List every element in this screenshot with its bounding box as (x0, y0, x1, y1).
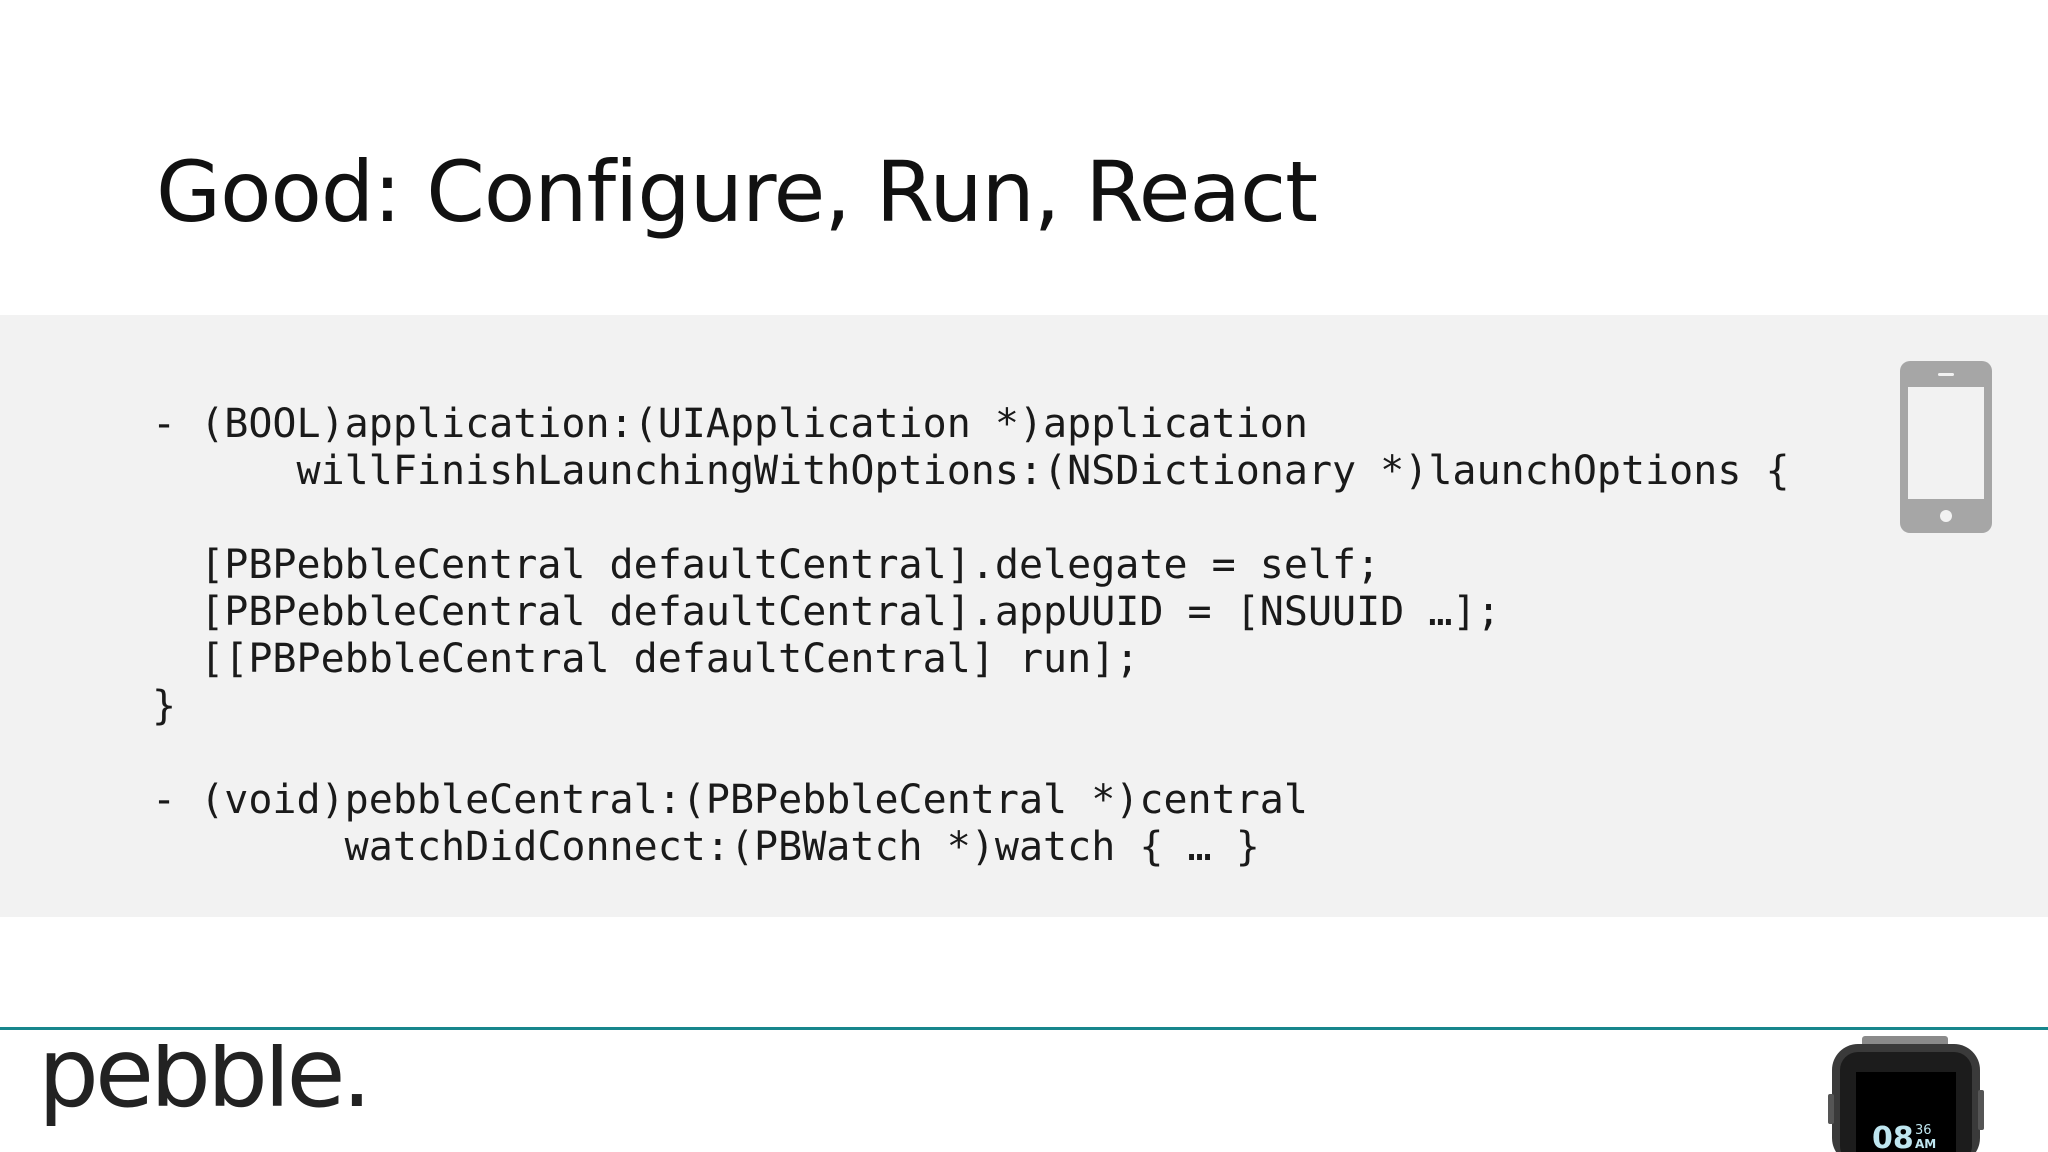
code-line: watchDidConnect:(PBWatch *)watch { … } (152, 824, 1260, 870)
code-panel: - (BOOL)application:(UIApplication *)app… (0, 315, 2048, 917)
code-line: willFinishLaunchingWithOptions:(NSDictio… (152, 448, 1790, 494)
code-line: [[PBPebbleCentral defaultCentral] run]; (152, 636, 1140, 682)
pebble-logo-text: pebble. (38, 1044, 368, 1129)
footer-divider (0, 1027, 2048, 1030)
code-line: - (BOOL)application:(UIApplication *)app… (152, 401, 1308, 447)
watch-ampm: AM (1915, 1137, 1936, 1151)
code-line: [PBPebbleCentral defaultCentral].delegat… (152, 542, 1381, 588)
slide-title: Good: Configure, Run, React (156, 143, 1318, 241)
watch-time-minutes: 36 (1915, 1123, 1932, 1138)
code-line: [PBPebbleCentral defaultCentral].appUUID… (152, 589, 1501, 635)
code-line: - (void)pebbleCentral:(PBPebbleCentral *… (152, 777, 1308, 823)
code-block: - (BOOL)application:(UIApplication *)app… (152, 401, 1790, 871)
pebble-logo: pebble. (38, 1044, 372, 1129)
code-line (152, 730, 1790, 777)
watch-time-hours: 08 (1872, 1121, 1914, 1152)
code-line (152, 495, 1790, 542)
code-line: } (152, 683, 177, 729)
phone-icon (1900, 361, 1992, 533)
pebble-watch-image: 08 36 AM (1828, 1036, 1984, 1152)
